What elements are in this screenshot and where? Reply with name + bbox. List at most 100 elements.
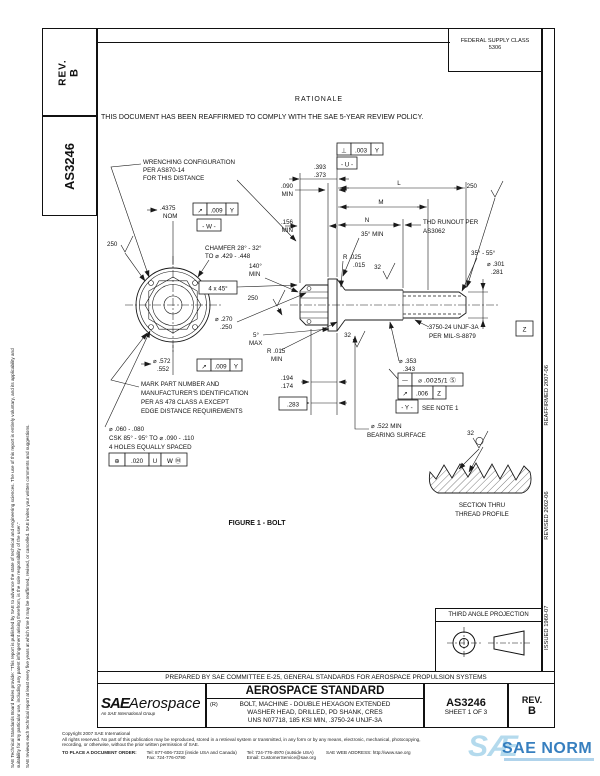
ann-r025: R .025 [343, 254, 362, 261]
sf-250-left: 250 [107, 241, 118, 248]
fcf-runout2-tolerance: .006 [416, 391, 429, 398]
fcf-u-tolerance: .003 [355, 148, 368, 155]
dim-L: L [397, 180, 401, 187]
email-address: Email: CustomerService@sae.org [246, 755, 317, 761]
ann-wrench-width-nom: NOM [163, 213, 177, 220]
fcf-runout2-symbol: ↗ [402, 391, 407, 398]
disclaimer-paragraph-1: SAE Technical Standards Board Rules prov… [10, 348, 21, 768]
fcf-runout-symbol-w: ↗ [197, 208, 202, 215]
doc-title-line2: WASHER HEAD, DRILLED, PD SHANK, CRES [247, 709, 383, 716]
tel-outside: Tel: 724-776-4970 (outside USA) [246, 749, 314, 755]
bolt-head-end-view [135, 267, 211, 343]
datum-u-flag: - U - [341, 162, 353, 169]
figure-1-drawing: WRENCHING CONFIGURATION PER AS870-14 FOR… [104, 142, 534, 527]
ann-5deg: 5° [253, 332, 259, 339]
dim-N: N [365, 217, 369, 224]
order-label: TO PLACE A DOCUMENT ORDER: [62, 749, 137, 755]
ann-35-min: 35° MIN [361, 231, 383, 238]
dim-M: M [378, 199, 383, 206]
leader-lines [104, 163, 496, 473]
web-address: SAE WEB ADDRESS: http://www.sae.org [326, 749, 411, 755]
copyright-block: Copyright 2007 SAE International All rig… [62, 731, 542, 761]
prepared-by-band: PREPARED BY SAE COMMITTEE E-25, GENERAL … [97, 671, 555, 684]
surface-finish-symbols [120, 180, 504, 449]
datum-w-flag: - W - [202, 224, 215, 231]
thread-profile-detail [428, 462, 532, 494]
bolt-side-view [299, 278, 467, 332]
ann-mark-line3: PER AS 478 CLASS A EXCEPT [141, 399, 229, 406]
rev-value: B [68, 67, 81, 77]
ann-wrenching-line1: WRENCHING CONFIGURATION [143, 159, 235, 166]
ann-174: .174 [281, 383, 294, 390]
sf-250-mid: 250 [248, 295, 259, 302]
fsc-code: 5306 [488, 45, 502, 51]
ann-thread-callout-line2: PER MIL-S-8879 [429, 333, 476, 340]
title-block-rev-value: B [528, 705, 536, 717]
ann-r015: R .015 [267, 348, 286, 355]
fcf-runout2-dat: Z [437, 391, 441, 398]
ann-353: ⌀ .353 [399, 358, 417, 365]
ann-343: .343 [403, 366, 416, 373]
ann-373: .373 [314, 172, 327, 179]
sf-250-right: 250 [467, 183, 478, 190]
third-angle-projection-box: THIRD ANGLE PROJECTION [435, 608, 541, 671]
sf-32-shank: 32 [374, 264, 381, 271]
fcf-holes-datum2: W Ⓜ [167, 457, 181, 465]
watermark-tagline-bar [504, 758, 594, 761]
fax-number: Fax: 724-776-0790 [146, 755, 186, 761]
fcf-straightness-symbol: — [402, 378, 408, 385]
issued-date: ISSUED 1960-07 [543, 605, 550, 650]
left-margin-disclaimer: SAE Technical Standards Board Rules prov… [10, 338, 31, 768]
watermark-text: SAE NORM [502, 740, 593, 757]
ann-281: .281 [491, 269, 504, 276]
ann-thread-callout-line1: .3750-24 UNJF-3A [427, 324, 479, 331]
ann-140-min: MIN [249, 271, 260, 278]
ann-572: ⌀ .572 [153, 358, 171, 365]
ann-270: ⌀ .270 [215, 316, 233, 323]
ann-090-min: MIN [282, 191, 293, 198]
sidebar-rev-box: REV. B [42, 28, 97, 116]
doc-title-line3: UNS N07718, 185 KSI MIN, .3750-24 UNJF-3… [247, 717, 383, 724]
federal-supply-class-box: FEDERAL SUPPLY CLASS 5306 [448, 28, 541, 72]
title-block: SAEAerospace An SAE International Group … [97, 684, 555, 728]
ann-5deg-max: MAX [249, 340, 262, 347]
ann-chamfer-line2: TO ⌀ .429 - .448 [205, 253, 251, 260]
ann-4x45: 4 x 45° [208, 286, 228, 293]
datum-y-flag: - Y - [401, 405, 412, 412]
ann-wrenching-line2: PER AS870-14 [143, 167, 185, 174]
ann-301: ⌀ .301 [487, 261, 505, 268]
sidebar-doc-number: AS3246 [61, 142, 77, 190]
ann-140: 140° [249, 263, 262, 270]
sae-norm-watermark: SÆ SAE NORM [468, 730, 600, 774]
copyright-line2: All rights reserved. No part of this pub… [62, 736, 421, 742]
title-block-doc-number: AS3246 [446, 696, 486, 709]
ann-552: .552 [157, 366, 170, 373]
title-block-sheet: SHEET 1 OF 3 [444, 708, 488, 716]
header-divider-line [97, 42, 450, 43]
ann-194: .194 [281, 375, 294, 382]
ann-250dim: .250 [220, 324, 233, 331]
copyright-line1: Copyright 2007 SAE International [62, 731, 131, 736]
ann-thread-runout-line2: AS3062 [423, 228, 446, 235]
ann-holes-line2: CSK 85° - 95° TO ⌀ .090 - .110 [109, 435, 195, 442]
ann-156-min: MIN [282, 227, 293, 234]
standard-type-heading: AEROSPACE STANDARD [207, 684, 423, 699]
watermark-monogram: SÆ [468, 730, 519, 763]
fsc-label: FEDERAL SUPPLY CLASS [460, 38, 530, 44]
title-block-rev-label: REV. [521, 695, 543, 705]
revision-dates-strip: ISSUED 1960-07 REVISED 2002-06 REAFFIRME… [544, 365, 550, 650]
feature-control-frames [108, 142, 534, 467]
ann-156: .156 [281, 219, 294, 226]
fcf-position-symbol: ⊕ [114, 458, 119, 465]
sheet-frame [97, 28, 555, 728]
ann-bearing-line2: BEARING SURFACE [367, 432, 426, 439]
dates-strip-line [541, 28, 543, 671]
ann-thread-runout-line1: THD RUNOUT PER [423, 219, 479, 226]
sidebar-doc-box: AS3246 [42, 116, 97, 216]
section-caption-line1: SECTION THRU [459, 502, 505, 509]
ann-090: .090 [281, 183, 294, 190]
ann-holes-line1: ⌀ .060 - .080 [109, 426, 145, 433]
fcf-straightness-value: ⌀ .0025/1 Ⓢ [418, 377, 456, 385]
fcf-holes-tolerance: .020 [131, 458, 144, 465]
